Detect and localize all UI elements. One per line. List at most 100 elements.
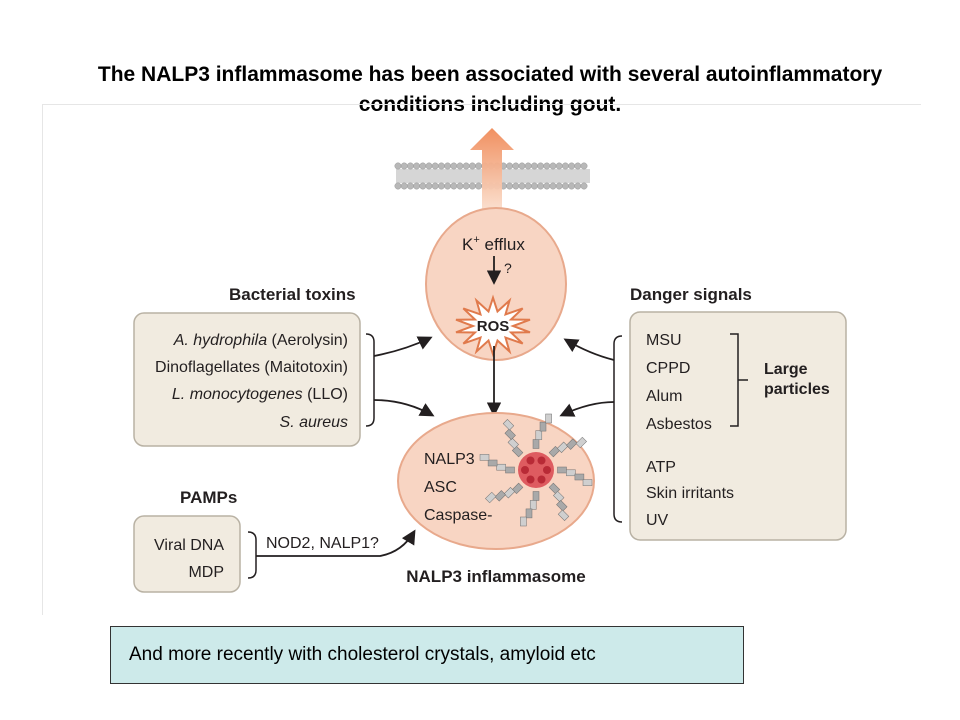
complex-segment — [487, 459, 498, 467]
membrane-lipid-head — [568, 162, 576, 170]
complex-segment — [582, 479, 593, 486]
danger-signal-item: MSU — [646, 332, 682, 349]
membrane-lipid-head — [444, 162, 452, 170]
membrane-lipid-head — [506, 162, 514, 170]
toxin-item: Dinoflagellates (Maitotoxin) — [155, 359, 348, 376]
danger-signal-item: CPPD — [646, 360, 690, 377]
complex-segment — [496, 463, 506, 471]
membrane-lipid-head — [561, 182, 569, 190]
membrane-lipid-head — [512, 162, 520, 170]
danger-signal-item: Skin irritants — [646, 485, 734, 502]
pamp-item: MDP — [188, 564, 224, 581]
complex-segment — [504, 428, 516, 440]
toxin-item: S. aureus — [280, 414, 348, 431]
inflammasome-component-nalp3: NALP3 — [424, 451, 475, 468]
complex-segment — [479, 454, 490, 461]
inflammasome-component-asc: ASC — [424, 479, 457, 496]
pamps-box — [133, 515, 241, 593]
complex-segment — [505, 466, 515, 474]
complex-segment — [575, 436, 587, 449]
membrane-lipid-head — [394, 162, 402, 170]
membrane-lipid-head — [437, 162, 445, 170]
membrane-lipid-head — [524, 182, 532, 190]
pamps-to-inflammasome-arrow — [256, 529, 416, 557]
bacterial-toxins-box — [133, 312, 361, 447]
bacterial-toxins-heading: Bacterial toxins — [229, 285, 356, 304]
membrane-lipid-head — [518, 182, 526, 190]
membrane-lipid-head — [431, 162, 439, 170]
membrane-lipid-head — [568, 182, 576, 190]
footer-note: And more recently with cholesterol cryst… — [129, 644, 596, 665]
membrane-lipid-head — [456, 182, 464, 190]
ros-label: ROS — [477, 318, 510, 335]
danger-to-inflammasome-arrow — [559, 401, 615, 417]
pamps-receptor-label: NOD2, NALP1? — [266, 535, 379, 552]
complex-segment — [532, 439, 540, 449]
complex-core-subunit — [537, 475, 546, 484]
complex-segment — [532, 491, 540, 501]
toxins-bracket — [365, 333, 375, 427]
membrane-lipid-head — [406, 182, 414, 190]
membrane-lipid-head — [468, 162, 476, 170]
complex-core-subunit — [521, 466, 529, 474]
membrane-lipid-head — [437, 182, 445, 190]
membrane-lipid-head — [506, 182, 514, 190]
inflammasome-label: NALP3 inflammasome — [406, 567, 586, 586]
efflux-up-arrow — [470, 128, 514, 212]
membrane-lipid-head — [537, 162, 545, 170]
pamps-heading: PAMPs — [180, 488, 237, 507]
toxins-to-inflammasome-arrow — [373, 399, 435, 417]
complex-segment — [574, 473, 585, 481]
membrane-lipid-head — [524, 162, 532, 170]
danger-signals-bracket — [613, 335, 623, 523]
membrane-lipid-head — [530, 182, 538, 190]
complex-segment — [529, 500, 537, 510]
membrane-lipid-head — [555, 182, 563, 190]
complex-segment — [566, 438, 578, 450]
danger-signals-heading: Danger signals — [630, 285, 752, 304]
complex-core-subunit — [526, 475, 535, 484]
membrane-lipid-head — [462, 182, 470, 190]
inflammasome-component-caspase: Caspase- — [424, 507, 492, 524]
pamp-item: Viral DNA — [154, 537, 224, 554]
membrane-lipid-head — [425, 162, 433, 170]
complex-segment — [556, 441, 569, 453]
membrane-lipid-head — [444, 182, 452, 190]
complex-segment — [556, 500, 568, 512]
danger-signal-item: UV — [646, 512, 669, 529]
membrane-lipid-head — [419, 182, 427, 190]
inflammasome-cell — [397, 412, 595, 550]
footer-note-box: And more recently with cholesterol cryst… — [110, 626, 744, 684]
membrane-lipid-head — [574, 162, 582, 170]
danger-signal-item: ATP — [646, 459, 676, 476]
membrane-lipid-head — [530, 162, 538, 170]
membrane-lipid-head — [456, 162, 464, 170]
membrane-lipid-head — [475, 162, 483, 170]
large-particles-bracket — [730, 333, 748, 427]
complex-segment — [545, 413, 552, 424]
membrane-lipid-head — [400, 162, 408, 170]
figure-frame — [42, 104, 921, 615]
membrane-lipid-head — [468, 182, 476, 190]
membrane-lipid-head — [462, 162, 470, 170]
complex-segment — [494, 490, 506, 502]
complex-segment — [502, 419, 515, 431]
membrane-lipid-head — [543, 162, 551, 170]
danger-signal-item: Asbestos — [646, 416, 712, 433]
complex-segment — [539, 421, 547, 432]
membrane-lipid-head — [419, 162, 427, 170]
membrane-lipid-head — [549, 182, 557, 190]
complex-segment — [503, 487, 516, 499]
membrane-lipid-head — [574, 182, 582, 190]
membrane-lipid-head — [475, 182, 483, 190]
ros-starburst — [455, 294, 531, 358]
complex-segment — [553, 490, 565, 503]
complex-core-subunit — [526, 456, 535, 465]
membrane-lipid-head — [400, 182, 408, 190]
membrane-lipid-head — [406, 162, 414, 170]
complex-segment — [566, 469, 576, 477]
danger-signal-item: Alum — [646, 388, 682, 405]
complex-segment — [525, 508, 533, 519]
inflammasome-complex-icon — [479, 413, 593, 527]
